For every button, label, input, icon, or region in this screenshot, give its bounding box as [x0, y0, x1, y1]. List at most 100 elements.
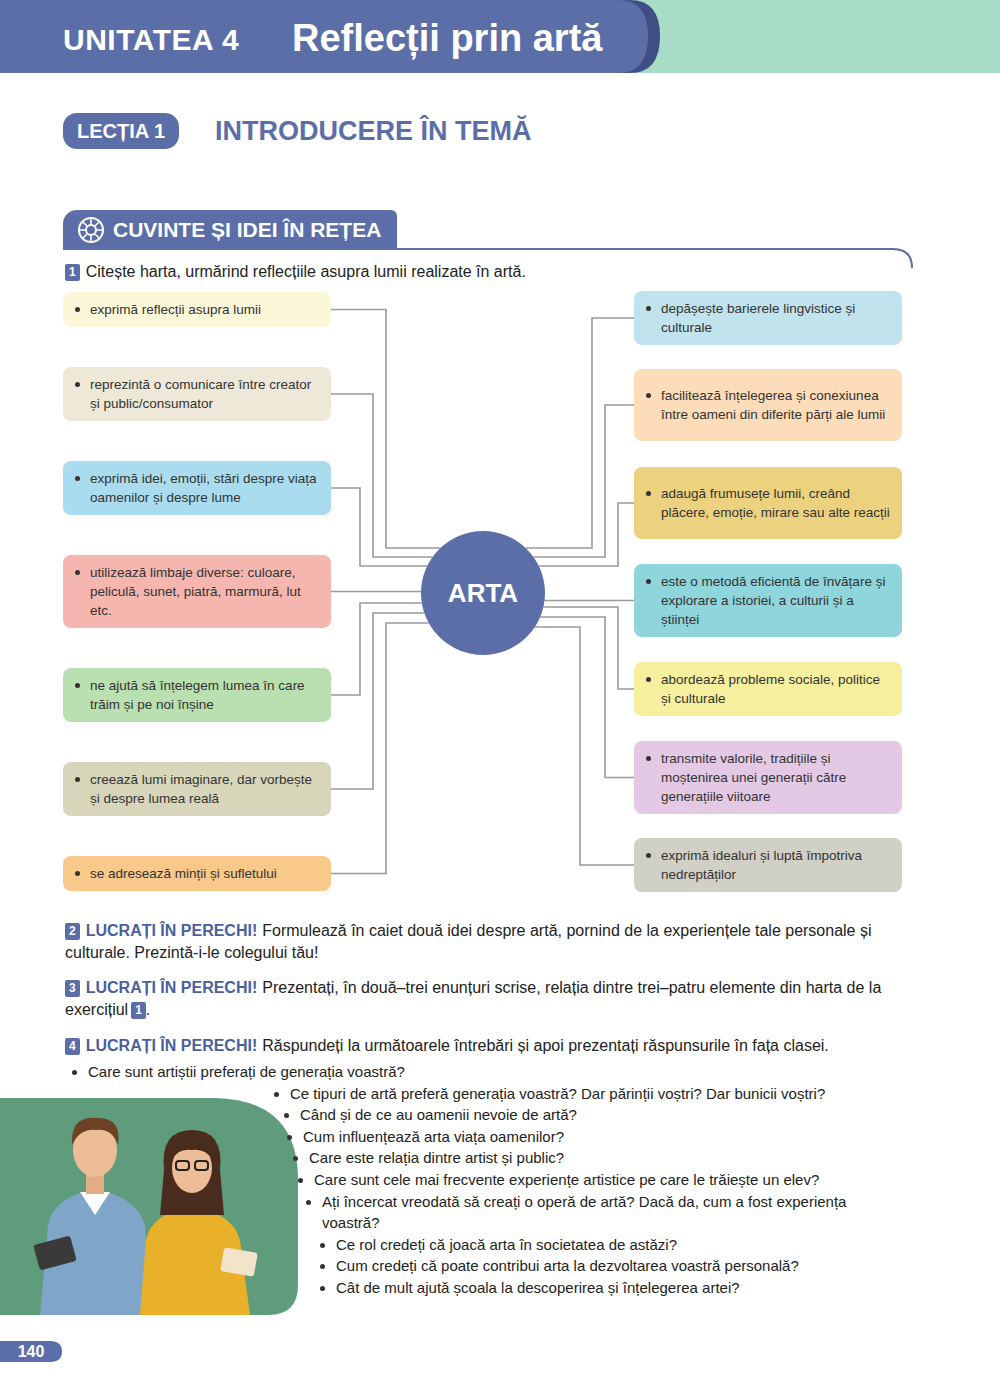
question-item: Ce rol credeți că joacă arta în societat… — [336, 1234, 905, 1256]
box-content: depășește barierele lingvistice și cultu… — [661, 299, 892, 337]
page-number-tab — [0, 1341, 62, 1362]
question-item: Care sunt cele mai frecvente experiențe … — [314, 1169, 905, 1191]
question-item: Cum influențează arta viața oamenilor? — [303, 1126, 905, 1148]
punctuation: . — [146, 1001, 150, 1018]
idea-box: este o metodă eficientă de învățare și e… — [634, 564, 902, 637]
connector-line — [539, 503, 634, 566]
question-list: Care sunt artiștii preferați de generați… — [0, 1061, 905, 1299]
question-item: Ce tipuri de artă preferă generația voas… — [290, 1083, 905, 1105]
idea-box: utilizează limbaje diverse: culoare, pel… — [63, 555, 331, 628]
idea-text: exprimă reflecții asupra lumii — [90, 300, 261, 319]
idea-box: ne ajută să înțelegem lumea în care trăi… — [63, 668, 331, 722]
box-content: ARTA — [448, 578, 518, 608]
exercise-paragraph: 4LUCRAȚI ÎN PERECHI!Răspundeți la următo… — [65, 1035, 905, 1057]
unit-number: UNITATEA 4 — [63, 23, 239, 57]
box-content: este o metodă eficientă de învățare și e… — [661, 572, 892, 629]
idea-box: exprimă idealuri și luptă împotriva nedr… — [634, 838, 902, 892]
bullet-dot — [75, 777, 80, 782]
connector-line — [543, 607, 634, 689]
box-content: creează lumi imaginare, dar vorbește și … — [90, 770, 321, 808]
pair-work-label: LUCRAȚI ÎN PERECHI! — [86, 979, 258, 996]
network-icon — [75, 214, 107, 246]
lesson-pill: LECȚIA 1 — [63, 113, 179, 149]
lesson-heading: INTRODUCERE ÎN TEMĂ — [215, 113, 532, 149]
bullet-dot — [646, 393, 651, 398]
box-content: facilitează înțelegerea și conexiunea în… — [661, 386, 892, 424]
question-row: Cât de mult ajută școala la descoperirea… — [0, 1277, 905, 1299]
question-row: Ce rol credeți că joacă arta în societat… — [0, 1234, 905, 1256]
box-content: transmite valorile, tradițiile și moșten… — [661, 749, 892, 806]
question-item: Cum credeți că poate contribui arta la d… — [336, 1255, 905, 1277]
question-item: Care este relația dintre artist și publi… — [309, 1147, 905, 1169]
idea-text: se adresează minții și sufletului — [90, 864, 277, 883]
box-content: exprimă idealuri și luptă împotriva nedr… — [661, 846, 892, 884]
idea-text: utilizează limbaje diverse: culoare, pel… — [90, 563, 321, 620]
idea-box: creează lumi imaginare, dar vorbește și … — [63, 762, 331, 816]
bullet-dot — [646, 853, 651, 858]
exercise-instruction: Răspundeți la următoarele întrebări și a… — [262, 1037, 829, 1054]
question-row: Ce tipuri de artă preferă generația voas… — [0, 1083, 905, 1105]
question-row: Care sunt cele mai frecvente experiențe … — [0, 1169, 905, 1191]
connector-line — [535, 627, 634, 865]
bullet-dot — [646, 491, 651, 496]
question-row: Ați încercat vreodată să creați o operă … — [0, 1191, 905, 1234]
idea-text: transmite valorile, tradițiile și moșten… — [661, 749, 892, 806]
bullet-dot — [646, 579, 651, 584]
question-row: Cum influențează arta viața oamenilor? — [0, 1126, 905, 1148]
bullet-dot — [75, 683, 80, 688]
bullet-dot — [284, 1113, 289, 1118]
bullet-dot — [298, 1178, 303, 1183]
exercise-reference: 1 — [131, 1002, 146, 1019]
bullet-dot — [646, 306, 651, 311]
unit-title: Reflecții prin artă — [292, 17, 602, 60]
question-item: Când și de ce au oamenii nevoie de artă? — [300, 1104, 905, 1126]
page-number: 140 — [0, 1341, 62, 1362]
bullet-dot — [306, 1200, 311, 1205]
bullet-dot — [646, 756, 651, 761]
box-content: reprezintă o comunicare între creator și… — [90, 375, 321, 413]
header-band-edge — [0, 0, 660, 73]
connector-line — [331, 603, 422, 695]
section-heading: CUVINTE ȘI IDEI ÎN REȚEA — [113, 218, 381, 242]
connector-line — [331, 394, 433, 557]
box-content: exprimă idei, emoții, stări despre viața… — [90, 469, 321, 507]
exercise-paragraph: 3LUCRAȚI ÎN PERECHI!Prezentați, în două–… — [65, 977, 905, 1021]
question-item: Care sunt artiștii preferați de generați… — [88, 1061, 905, 1083]
bullet-dot — [75, 871, 80, 876]
pair-work-label: LUCRAȚI ÎN PERECHI! — [86, 922, 258, 939]
connector-line — [331, 488, 427, 566]
idea-box: abordează probleme sociale, politice și … — [634, 662, 902, 716]
header-band-right — [600, 0, 1000, 73]
idea-text: facilitează înțelegerea și conexiunea în… — [661, 386, 892, 424]
connector-line — [540, 617, 634, 778]
pair-work-label: LUCRAȚI ÎN PERECHI! — [86, 1037, 258, 1054]
idea-text: exprimă idei, emoții, stări despre viața… — [90, 469, 321, 507]
exercise-number: 2 — [65, 923, 80, 940]
connector-line — [331, 310, 440, 549]
concept-label: ARTA — [448, 578, 518, 608]
idea-box: reprezintă o comunicare între creator și… — [63, 367, 331, 421]
exercise-paragraph: 1Citește harta, urmărind reflecțiile asu… — [65, 261, 905, 283]
bullet-dot — [320, 1286, 325, 1291]
question-item: Ați încercat vreodată să creați o operă … — [322, 1191, 905, 1234]
exercise-number: 3 — [65, 980, 80, 997]
bullet-dot — [646, 677, 651, 682]
idea-text: ne ajută să înțelegem lumea în care trăi… — [90, 676, 321, 714]
idea-box: exprimă idei, emoții, stări despre viața… — [63, 461, 331, 515]
question-row: Când și de ce au oamenii nevoie de artă? — [0, 1104, 905, 1126]
idea-text: este o metodă eficientă de învățare și e… — [661, 572, 892, 629]
idea-box: se adresează minții și sufletului — [63, 856, 331, 891]
bullet-dot — [72, 1070, 77, 1075]
idea-text: exprimă idealuri și luptă împotriva nedr… — [661, 846, 892, 884]
idea-box: exprimă reflecții asupra lumii — [63, 292, 331, 327]
box-content: utilizează limbaje diverse: culoare, pel… — [90, 563, 321, 620]
idea-text: adaugă frumusețe lumii, creând plăcere, … — [661, 484, 892, 522]
idea-box: transmite valorile, tradițiile și moșten… — [634, 741, 902, 814]
idea-text: abordează probleme sociale, politice și … — [661, 670, 892, 708]
bullet-dot — [75, 382, 80, 387]
box-content: se adresează minții și sufletului — [90, 864, 277, 883]
exercise-instruction: Citește harta, urmărind reflecțiile asup… — [86, 263, 526, 280]
connector-line — [534, 405, 635, 557]
idea-text: depășește barierele lingvistice și cultu… — [661, 299, 892, 337]
